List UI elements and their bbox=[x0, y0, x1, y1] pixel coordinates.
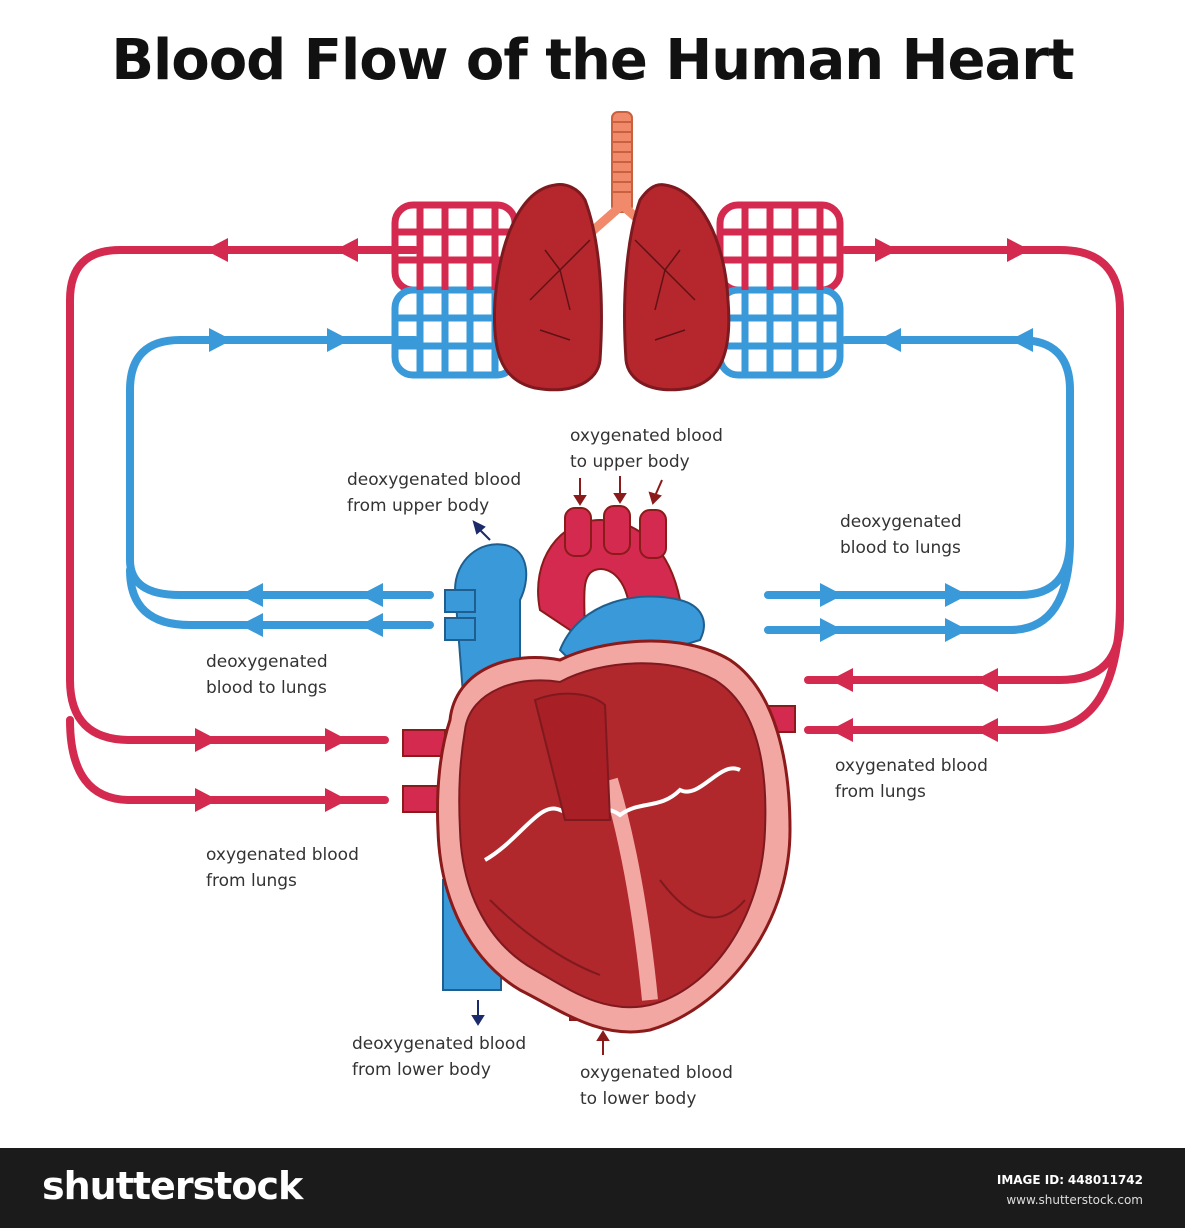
label-deoxygenated-to-lungs-left: deoxygenated blood to lungs bbox=[206, 649, 328, 701]
site-url[interactable]: www.shutterstock.com bbox=[1006, 1193, 1143, 1207]
label-deoxygenated-from-upper: deoxygenated blood from upper body bbox=[347, 467, 521, 519]
label-line: oxygenated blood bbox=[206, 845, 359, 865]
label-line: deoxygenated blood bbox=[352, 1034, 527, 1054]
heart-chambers bbox=[458, 662, 767, 1009]
heart bbox=[402, 505, 796, 1034]
label-oxygenated-from-lungs-right: oxygenated blood from lungs bbox=[835, 753, 988, 805]
left-red-loop bbox=[66, 246, 419, 804]
footer-bar: shutterstock IMAGE ID: 448011742 www.shu… bbox=[0, 1148, 1185, 1228]
label-deoxygenated-from-lower: deoxygenated blood from lower body bbox=[352, 1031, 526, 1083]
label-oxygenated-upper: oxygenated blood to upper body bbox=[570, 423, 723, 475]
right-red-loop bbox=[804, 246, 1124, 734]
label-line: oxygenated blood bbox=[835, 756, 988, 776]
capillary-grid-left bbox=[391, 201, 519, 379]
label-line: from lower body bbox=[352, 1060, 491, 1080]
label-line: from upper body bbox=[347, 496, 490, 516]
label-line: oxygenated blood bbox=[570, 426, 723, 446]
label-line: blood to lungs bbox=[840, 538, 961, 558]
lungs bbox=[492, 111, 731, 392]
valves bbox=[484, 766, 741, 862]
left-lung bbox=[492, 183, 603, 392]
label-deoxygenated-to-lungs-right: deoxygenated blood to lungs bbox=[840, 509, 962, 561]
right-blue-loop bbox=[764, 336, 1074, 634]
label-pointer-arrows-blue bbox=[471, 520, 491, 1026]
label-line: to upper body bbox=[570, 452, 690, 472]
image-id-line: IMAGE ID: 448011742 bbox=[997, 1170, 1143, 1190]
image-id-label: IMAGE ID: bbox=[996, 1173, 1065, 1187]
label-line: deoxygenated bbox=[206, 652, 328, 672]
image-id-value: 448011742 bbox=[1067, 1173, 1143, 1187]
right-lung bbox=[623, 183, 731, 392]
label-oxygenated-from-lungs-left: oxygenated blood from lungs bbox=[206, 842, 359, 894]
shutterstock-logo: shutterstock bbox=[42, 1164, 303, 1208]
capillary-grid-right bbox=[716, 201, 844, 379]
label-line: oxygenated blood bbox=[580, 1063, 733, 1083]
label-pointer-arrows bbox=[573, 476, 663, 1055]
label-line: deoxygenated blood bbox=[347, 470, 522, 490]
septum bbox=[602, 777, 658, 1001]
blood-flow-diagram bbox=[66, 111, 1124, 1055]
label-line: blood to lungs bbox=[206, 678, 327, 698]
label-line: from lungs bbox=[206, 871, 297, 891]
label-oxygenated-lower: oxygenated blood to lower body bbox=[580, 1060, 733, 1112]
label-line: deoxygenated bbox=[840, 512, 962, 532]
image-id-block: IMAGE ID: 448011742 www.shutterstock.com bbox=[997, 1170, 1143, 1210]
label-line: from lungs bbox=[835, 782, 926, 802]
aorta-root bbox=[533, 692, 612, 821]
label-line: to lower body bbox=[580, 1089, 697, 1109]
left-blue-loop bbox=[126, 336, 434, 629]
loop-arrowheads bbox=[195, 238, 1033, 812]
page-title: Blood Flow of the Human Heart bbox=[111, 28, 1074, 93]
